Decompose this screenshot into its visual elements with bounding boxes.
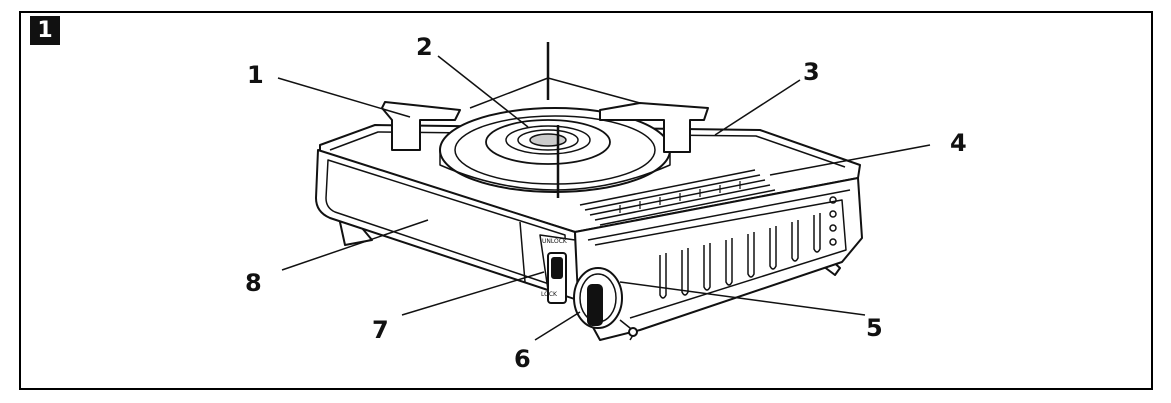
callout-4: 4 [950, 129, 967, 157]
leader-lines [277, 55, 931, 341]
side-vents [659, 213, 821, 299]
unlock-text: UNLOCK [542, 238, 568, 245]
callout-2: 2 [416, 33, 433, 61]
callout-5: 5 [866, 314, 883, 342]
pot-support-right [599, 102, 709, 153]
lock-text: LOCK [541, 291, 558, 298]
burner [485, 119, 611, 165]
callout-7: 7 [372, 316, 389, 344]
callout-1: 1 [247, 61, 264, 89]
callout-3: 3 [803, 58, 820, 86]
callout-8: 8 [245, 269, 262, 297]
top-vent-grille [579, 169, 776, 226]
callout-6: 6 [514, 345, 531, 373]
front-cover-panel [315, 149, 579, 301]
figure-number-badge: 1 [30, 16, 60, 45]
